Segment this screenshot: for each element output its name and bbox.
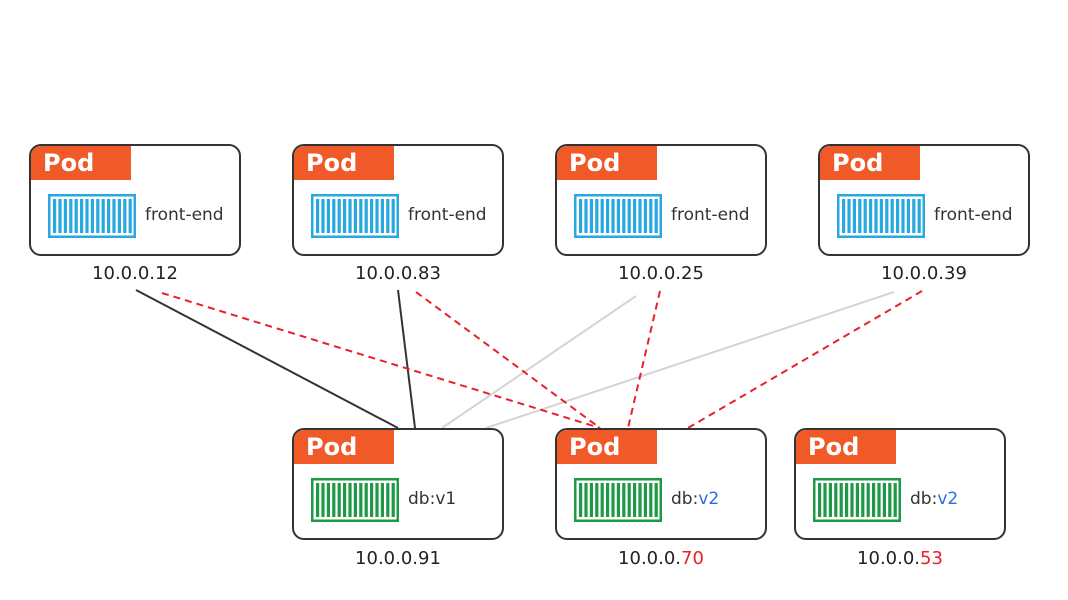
link-fe2-db2: [415, 291, 601, 429]
blue-container-icon: [48, 194, 136, 238]
db-pod-v1: Pod db:v1: [292, 428, 504, 540]
pod-tag: Pod: [557, 430, 657, 464]
pod-tag: Pod: [294, 146, 394, 180]
container-label: front-end: [408, 205, 487, 225]
container-label: front-end: [145, 205, 224, 225]
pod-ip: 10.0.0.70: [555, 548, 767, 569]
pod-tag: Pod: [820, 146, 920, 180]
link-fe1-db2: [161, 292, 601, 429]
frontend-pod-4: Pod front-end: [818, 144, 1030, 256]
ip-suffix: 53: [920, 548, 943, 569]
container-name: db:: [910, 489, 938, 509]
container-label: db:v1: [408, 489, 456, 509]
container-label: front-end: [671, 205, 750, 225]
db-pod-v2-b: Pod db:v2: [794, 428, 1006, 540]
green-container-icon: [813, 478, 901, 522]
blue-container-icon: [311, 194, 399, 238]
pod-ip: 10.0.0.25: [618, 263, 704, 284]
frontend-pod-2: Pod front-end: [292, 144, 504, 256]
ip-prefix: 10.0.0.: [857, 548, 921, 569]
db-pod-v2-a: Pod db:v2: [555, 428, 767, 540]
container-name: db:: [671, 489, 699, 509]
pod-ip: 10.0.0.39: [881, 263, 967, 284]
green-container-icon: [574, 478, 662, 522]
container-label: db:v2: [910, 489, 958, 509]
link-fe2-db1: [397, 289, 416, 429]
link-fe3-db1: [441, 295, 637, 429]
blue-container-icon: [574, 194, 662, 238]
blue-container-icon: [837, 194, 925, 238]
container-label: db:v2: [671, 489, 719, 509]
frontend-pod-3: Pod front-end: [555, 144, 767, 256]
container-version: v2: [698, 489, 720, 509]
container-name: db:: [408, 489, 436, 509]
pod-tag: Pod: [294, 430, 394, 464]
frontend-pod-1: Pod front-end: [29, 144, 241, 256]
pod-ip: 10.0.0.53: [794, 548, 1006, 569]
link-fe4-db2: [687, 290, 923, 429]
pod-tag: Pod: [31, 146, 131, 180]
ip-prefix: 10.0.0.91: [355, 548, 441, 569]
pod-ip: 10.0.0.12: [92, 263, 178, 284]
green-container-icon: [311, 478, 399, 522]
container-version: v1: [435, 489, 457, 509]
ip-prefix: 10.0.0.: [618, 548, 682, 569]
pod-tag: Pod: [796, 430, 896, 464]
pod-ip: 10.0.0.83: [355, 263, 441, 284]
container-version: v2: [937, 489, 959, 509]
link-fe1-db1: [135, 289, 399, 429]
container-label: front-end: [934, 205, 1013, 225]
link-fe3-db2: [627, 290, 661, 429]
link-fe4-db1: [485, 291, 895, 429]
ip-suffix: 70: [681, 548, 704, 569]
pod-tag: Pod: [557, 146, 657, 180]
pod-ip: 10.0.0.91: [292, 548, 504, 569]
